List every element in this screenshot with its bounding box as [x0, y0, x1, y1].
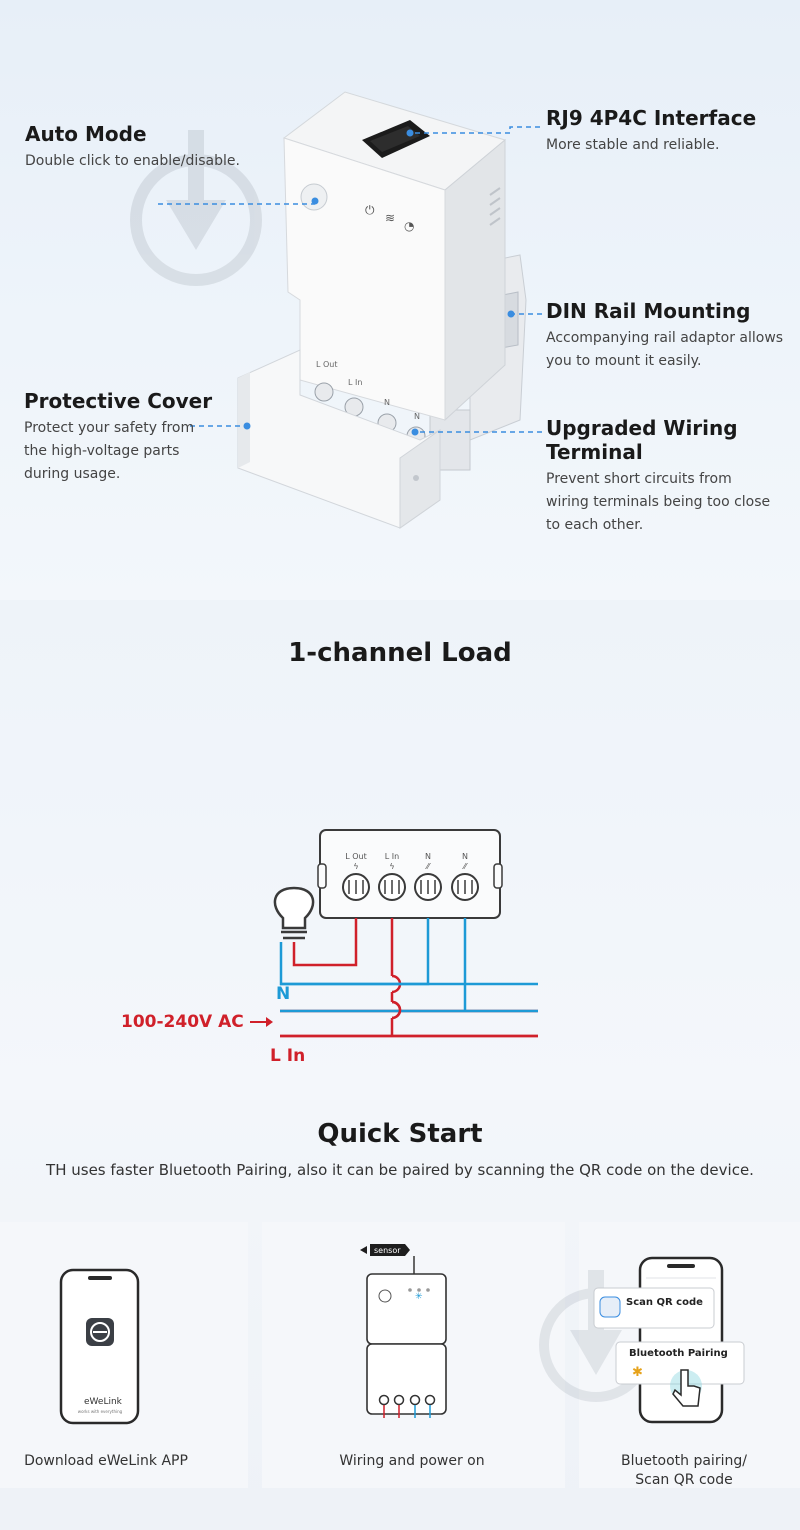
scan-qr-title: Scan QR code — [626, 1297, 703, 1308]
callout-desc: More stable and reliable. — [546, 137, 720, 153]
app-name: eWeLink — [84, 1397, 122, 1407]
voltage-label: 100-240V AC — [121, 1012, 244, 1032]
svg-text:⁄⁄: ⁄⁄ — [425, 862, 431, 871]
callout-protective-cover: Protective Cover Protect your safety fro… — [24, 389, 219, 486]
device-front-icon: ✳ — [366, 1273, 447, 1418]
device-body: ⏻ ≋ ◔ — [282, 91, 507, 446]
callout-title: RJ9 4P4C Interface — [546, 106, 757, 130]
terminal-label-n2: N — [414, 412, 420, 421]
callout-rj9: RJ9 4P4C Interface More stable and relia… — [546, 106, 791, 157]
sensor-tag: sensor — [360, 1244, 410, 1256]
terminal-label: N — [425, 852, 431, 861]
step-caption-pairing-line2: Scan QR code — [635, 1472, 733, 1488]
svg-text:ϟ: ϟ — [353, 862, 358, 871]
protective-cover — [237, 349, 441, 529]
svg-text:≋: ≋ — [385, 211, 395, 225]
callout-title: Protective Cover — [24, 389, 213, 413]
callout-din-rail: DIN Rail Mounting Accompanying rail adap… — [546, 299, 791, 373]
svg-text:✱: ✱ — [632, 1365, 643, 1380]
svg-text:◔: ◔ — [404, 219, 414, 233]
l-in-label: L In — [270, 1046, 306, 1066]
terminal-label: N — [462, 852, 468, 861]
callout-desc: Accompanying rail adaptor allows you to … — [546, 330, 784, 369]
bluetooth-pairing-card: ✱ — [615, 1341, 745, 1385]
phone-icon — [59, 1268, 140, 1425]
hand-pointer-icon — [670, 1369, 702, 1407]
wiring-title: 1-channel Load — [288, 638, 512, 668]
light-bulb-icon — [273, 886, 315, 940]
voltage-arrow — [250, 1017, 273, 1027]
svg-text:ϟ: ϟ — [389, 862, 394, 871]
terminal-label-l-out: L Out — [316, 360, 338, 369]
step-caption-wiring: Wiring and power on — [339, 1453, 485, 1469]
callout-title: Auto Mode — [25, 122, 147, 146]
callout-title: Upgraded Wiring Terminal — [546, 416, 738, 464]
svg-text:⁄⁄: ⁄⁄ — [462, 862, 468, 871]
bluetooth-pairing-title: Bluetooth Pairing — [629, 1348, 728, 1359]
terminal-label: L In — [385, 852, 399, 861]
watermark-icon — [130, 130, 262, 286]
step-caption-download: Download eWeLink APP — [24, 1453, 188, 1469]
callout-desc: Protect your safety from the high-voltag… — [24, 420, 195, 482]
scan-qr-card — [593, 1287, 715, 1329]
ewelink-logo-icon — [86, 1318, 114, 1346]
product-illustration: ⏻ ≋ ◔ — [130, 91, 542, 529]
terminal-label-n1: N — [384, 398, 390, 407]
callout-wiring-terminal: Upgraded Wiring Terminal Prevent short c… — [546, 416, 771, 537]
neutral-wires — [279, 918, 538, 1011]
features-section: ⏻ ≋ ◔ — [0, 0, 800, 600]
quick-start-title: Quick Start — [317, 1119, 483, 1149]
terminal-label: L Out — [345, 852, 367, 861]
svg-text:✳: ✳ — [415, 1292, 423, 1302]
svg-text:sensor: sensor — [374, 1246, 401, 1255]
svg-text:⏻: ⏻ — [365, 203, 375, 217]
terminal-label-l-in: L In — [348, 378, 363, 387]
step-caption-pairing-line1: Bluetooth pairing/ — [621, 1453, 747, 1469]
callout-title: DIN Rail Mounting — [546, 299, 751, 323]
callout-desc: Prevent short circuits from wiring termi… — [546, 471, 771, 533]
callout-dots — [243, 129, 515, 436]
callout-leaders — [158, 126, 542, 433]
app-tagline: works with everything — [77, 1409, 123, 1414]
neutral-label: N — [276, 984, 291, 1004]
callout-desc: Double click to enable/disable. — [25, 153, 240, 169]
callout-auto-mode: Auto Mode Double click to enable/disable… — [25, 122, 265, 173]
quick-start-subtitle: TH uses faster Bluetooth Pairing, also i… — [46, 1161, 754, 1179]
